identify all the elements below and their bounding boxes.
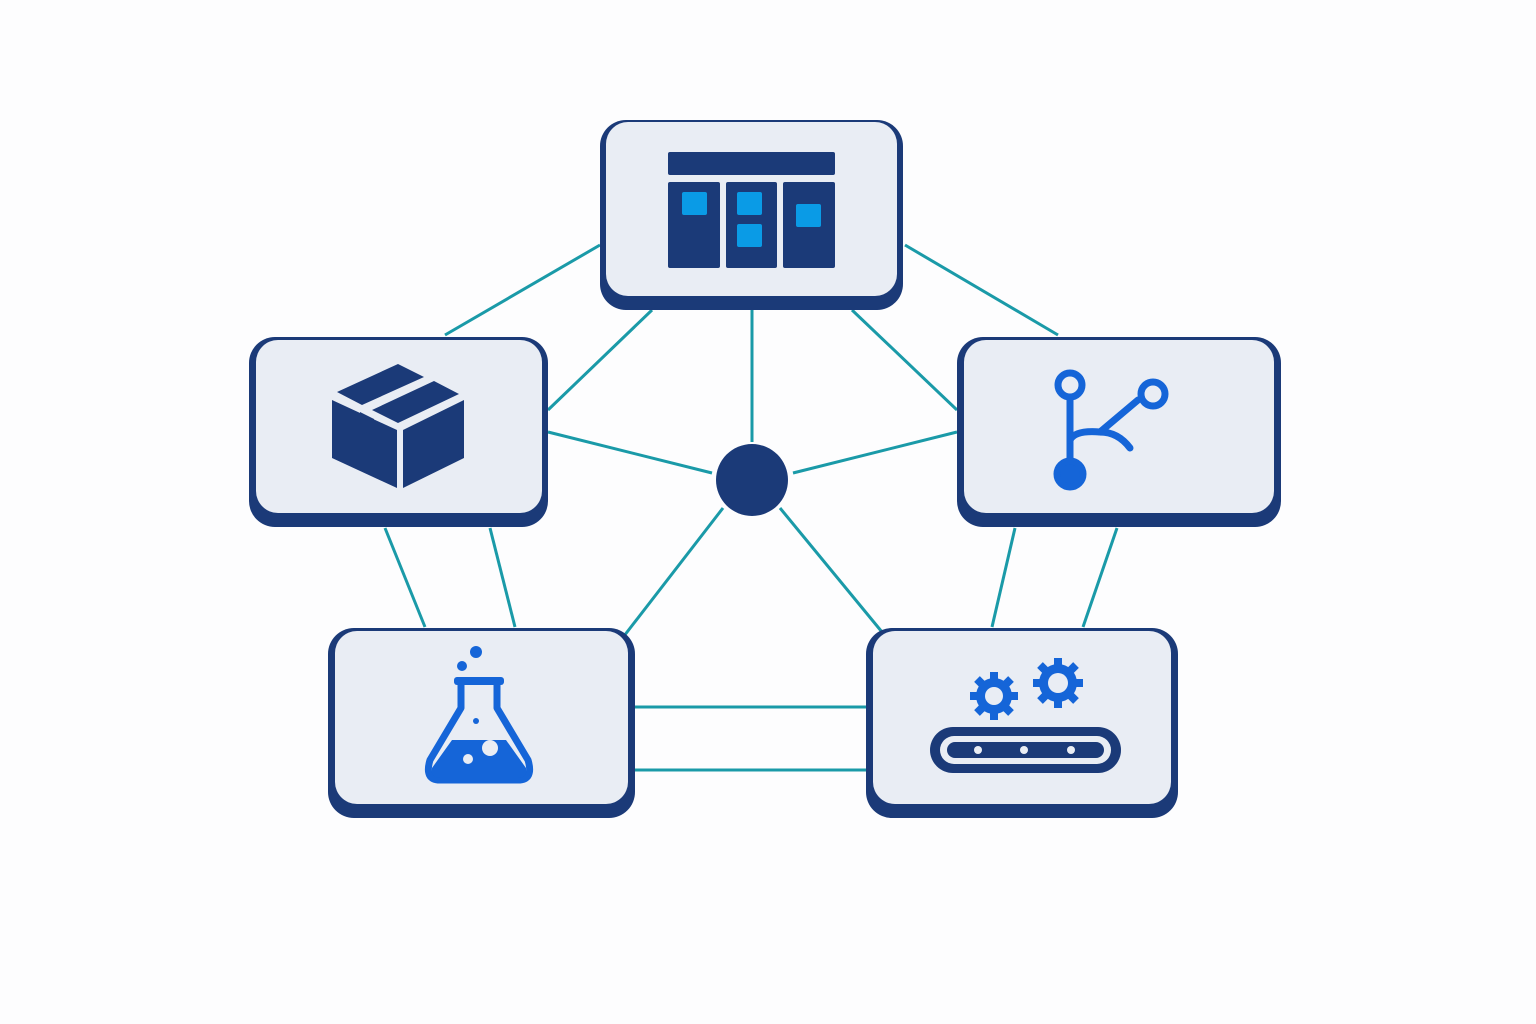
connector-top-right-inner bbox=[850, 308, 959, 412]
hub-node bbox=[716, 444, 788, 516]
connector-right-hub bbox=[792, 430, 958, 475]
gear-icon bbox=[970, 672, 1018, 720]
connector-left-bottom-left-b bbox=[488, 527, 517, 628]
connector-right-bottom-right-b bbox=[1081, 527, 1119, 628]
connector-right-bottom-right-a bbox=[990, 527, 1017, 628]
connectors bbox=[383, 243, 1119, 772]
kanban-board-icon bbox=[668, 152, 835, 268]
connector-left-bottom-left-a bbox=[383, 527, 427, 628]
lab-flask-icon bbox=[424, 646, 534, 784]
gear-icon bbox=[1033, 658, 1083, 708]
connector-top-left-inner bbox=[546, 308, 654, 412]
connector-left-hub bbox=[547, 430, 713, 475]
connector-top-right bbox=[904, 243, 1059, 337]
connector-hub-bottom-left bbox=[622, 507, 725, 637]
node-card-left[interactable] bbox=[249, 337, 548, 527]
package-box-icon bbox=[332, 364, 464, 488]
conveyor-belt-icon bbox=[930, 727, 1121, 773]
connector-hub-bottom-right bbox=[778, 507, 884, 633]
node-card-top[interactable] bbox=[600, 120, 903, 310]
node-card-bottom-left[interactable] bbox=[328, 628, 635, 818]
node-card-right[interactable] bbox=[957, 337, 1281, 527]
git-branch-icon bbox=[1053, 369, 1169, 491]
gears-conveyor-icon bbox=[930, 658, 1121, 773]
connector-top-left bbox=[444, 243, 601, 337]
node-card-bottom-right[interactable] bbox=[866, 628, 1178, 818]
